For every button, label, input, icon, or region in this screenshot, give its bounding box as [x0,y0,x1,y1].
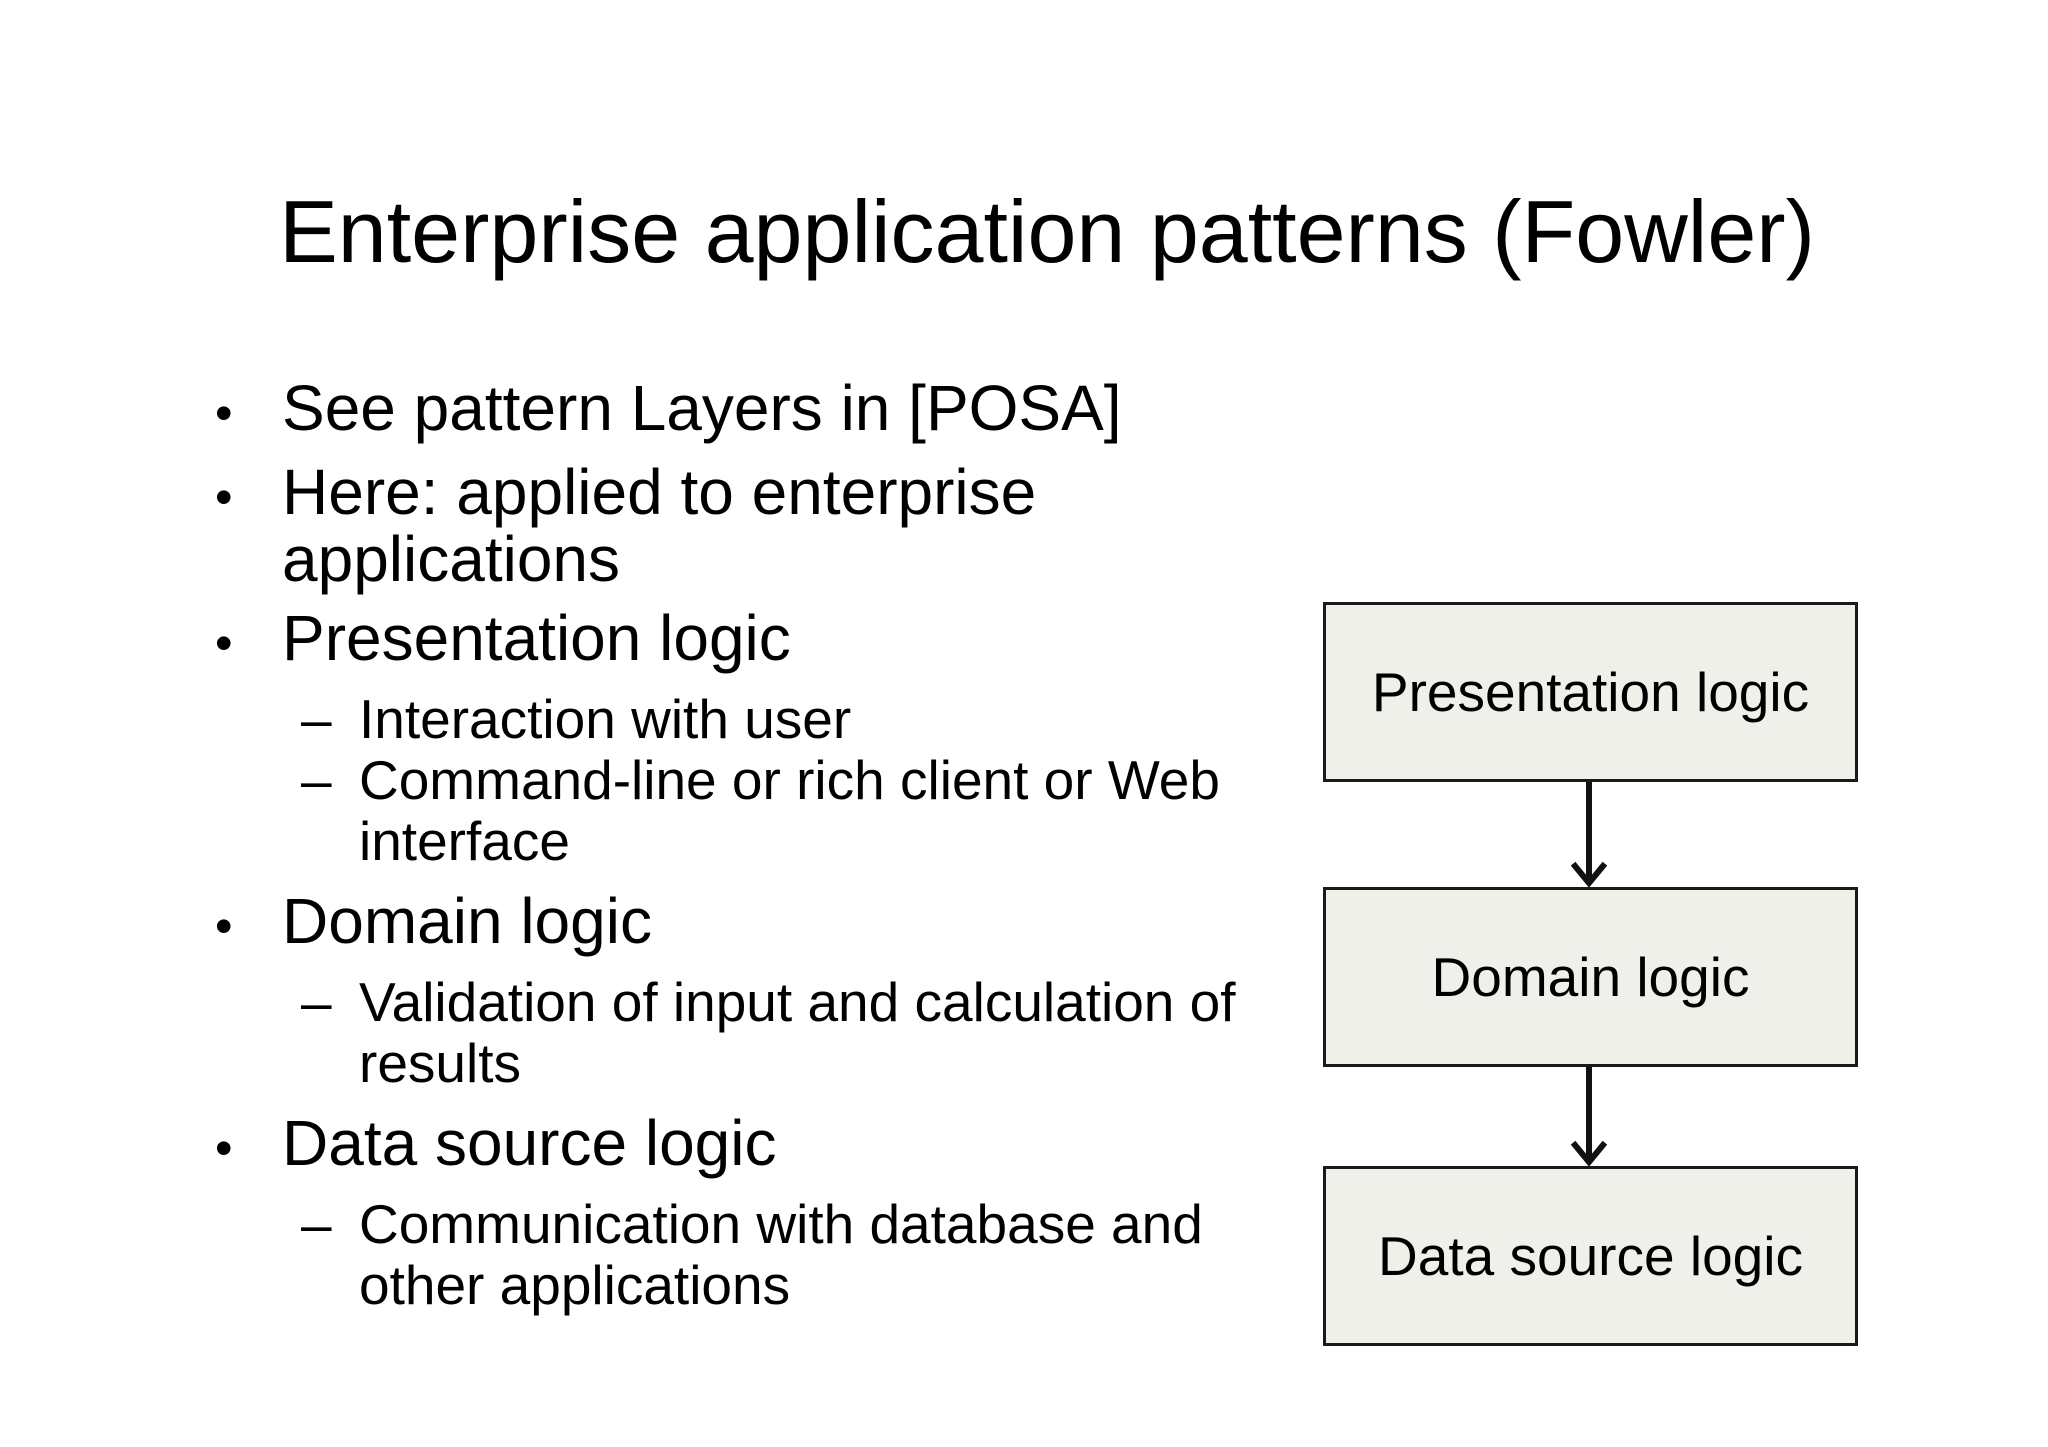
bullet-marker-icon: • [215,469,233,525]
diagram-box-data-source-logic: Data source logic [1323,1166,1858,1346]
down-arrow-icon [1567,782,1611,887]
diagram-box-label: Data source logic [1378,1225,1803,1287]
sub-bullet-item: –Communication with database and other a… [301,1194,1335,1316]
bullet-item: • Presentation logic [215,605,1335,677]
bullet-text: Presentation logic [282,602,791,674]
sub-bullet-text: Interaction with user [359,688,852,750]
bullet-list: • See pattern Layers in [POSA] • Here: appl… [215,375,1335,1332]
bullet-marker-icon: • [215,1120,233,1176]
bullet-item: • Data source logic [215,1110,1335,1182]
sub-bullet-item: –Command-line or rich client or Web inte… [301,750,1335,872]
sub-bullet-list: –Interaction with user–Command-line or r… [215,689,1335,872]
bullet-text: Data source logic [282,1107,777,1179]
bullet-item: • See pattern Layers in [POSA] [215,375,1335,447]
bullet-text: Here: applied to enterprise applications [282,456,1037,595]
bullet-item: • Domain logic [215,888,1335,960]
sub-bullet-text: Communication with database and other ap… [359,1193,1203,1316]
bullet-marker-icon: • [215,898,233,954]
diagram-box-domain-logic: Domain logic [1323,887,1858,1067]
bullet-text: Domain logic [282,885,652,957]
dash-marker-icon: – [301,971,332,1033]
bullet-item: • Here: applied to enterprise application… [215,459,1335,593]
diagram-box-presentation-logic: Presentation logic [1323,602,1858,782]
bullet-marker-icon: • [215,385,233,441]
sub-bullet-item: –Validation of input and calculation of … [301,972,1335,1094]
bullet-marker-icon: • [215,615,233,671]
diagram-box-label: Presentation logic [1371,661,1810,723]
dash-marker-icon: – [301,1193,332,1255]
slide-title: Enterprise application patterns (Fowler) [279,182,1815,281]
dash-marker-icon: – [301,688,332,750]
sub-bullet-item: –Interaction with user [301,689,1335,750]
sub-bullet-text: Command-line or rich client or Web inter… [359,749,1220,872]
sub-bullet-list: –Communication with database and other a… [215,1194,1335,1316]
sub-bullet-list: –Validation of input and calculation of … [215,972,1335,1094]
bullet-text: See pattern Layers in [POSA] [282,372,1122,444]
down-arrow-icon [1567,1067,1611,1166]
diagram-box-label: Domain logic [1431,946,1750,1008]
dash-marker-icon: – [301,749,332,811]
sub-bullet-text: Validation of input and calculation of r… [359,971,1236,1094]
